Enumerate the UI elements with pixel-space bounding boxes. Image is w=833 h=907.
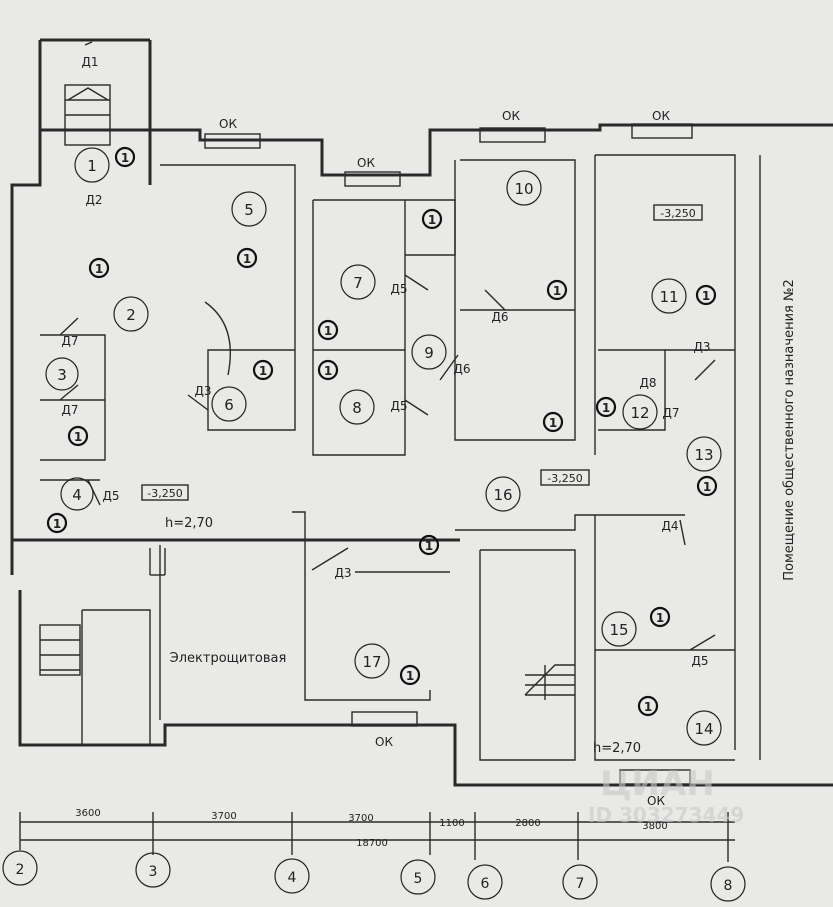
watermark: ЦИАН ID 303273449 (588, 764, 744, 827)
door-label: Д7 (61, 334, 78, 348)
room-number: 15 (609, 621, 628, 639)
door-label: Д1 (81, 55, 98, 69)
door-label: Д8 (639, 376, 656, 390)
room-number: 16 (493, 486, 512, 504)
level-marks: -3,250 -3,250 -3,250 h=2,70 h=2,70 (141, 204, 703, 756)
dimension-label: 3700 (211, 811, 236, 822)
room-number: 1 (87, 157, 97, 175)
door-label: Д6 (491, 310, 508, 324)
watermark-brand: ЦИАН (600, 764, 715, 804)
window-label: ОК (647, 794, 665, 808)
window-label: ОК (375, 735, 393, 749)
door-label: Д4 (661, 519, 678, 533)
window-glyphs (204, 123, 693, 785)
stairs (39, 84, 575, 700)
dimension-labels: 3600 3700 3700 1100 2800 3800 18700 (75, 808, 667, 849)
door-label: Д7 (61, 403, 78, 417)
window-label: ОК (219, 117, 237, 131)
marker-label: 1 (549, 416, 557, 430)
door-label: Д5 (102, 489, 119, 503)
inner-walls (40, 154, 761, 761)
window-label: ОК (357, 156, 375, 170)
room-number: 10 (514, 180, 533, 198)
height-label: h=2,70 (165, 516, 213, 531)
dimension-label: 2800 (515, 818, 540, 829)
room-number: 8 (352, 399, 362, 417)
height-label: h=2,70 (593, 741, 641, 756)
marker-symbols: 1 1 1 1 1 1 1 1 1 1 1 1 1 1 1 1 1 1 (46, 146, 718, 717)
room-number: 9 (424, 344, 434, 362)
marker-label: 1 (95, 262, 103, 276)
marker-label: 1 (425, 539, 433, 553)
door-label: Д2 (85, 193, 102, 207)
room-number: 6 (224, 396, 234, 414)
window-labels: ОК ОК ОК ОК ОК ОК (219, 109, 670, 808)
dimension-label: 3700 (348, 813, 373, 824)
marker-label: 1 (702, 289, 710, 303)
marker-label: 1 (656, 611, 664, 625)
room-circles: 1 2 3 4 5 6 7 8 9 10 11 12 13 14 15 16 1… (45, 147, 722, 746)
door-label: Д5 (691, 654, 708, 668)
door-label: Д6 (453, 362, 470, 376)
dimension-lines (19, 812, 735, 862)
axis-label: 7 (576, 876, 585, 892)
room-number: 13 (694, 446, 713, 464)
dimension-label: 3600 (75, 808, 100, 819)
watermark-id: ID 303273449 (588, 803, 744, 827)
axis-label: 8 (724, 878, 733, 894)
room-number: 14 (694, 720, 713, 738)
door-label: Д3 (334, 566, 351, 580)
marker-label: 1 (53, 517, 61, 531)
marker-label: 1 (703, 480, 711, 494)
room-number: 17 (362, 653, 381, 671)
door-label: Д3 (693, 340, 710, 354)
marker-label: 1 (243, 252, 251, 266)
room-number: 4 (72, 486, 82, 504)
marker-label: 1 (553, 284, 561, 298)
axis-markers: 2 3 4 5 6 7 8 (2, 850, 746, 902)
marker-label: 1 (324, 324, 332, 338)
room-number: 3 (57, 366, 67, 384)
door-label: Д5 (390, 282, 407, 296)
axis-label: 4 (288, 870, 297, 886)
axis-label: 6 (481, 876, 490, 892)
marker-label: 1 (74, 430, 82, 444)
marker-label: 1 (602, 401, 610, 415)
marker-label: 1 (324, 364, 332, 378)
level-label: -3,250 (660, 207, 695, 220)
dimension-label: 1100 (439, 818, 464, 829)
marker-label: 1 (121, 151, 129, 165)
door-label: Д3 (194, 384, 211, 398)
room-number: 12 (630, 404, 649, 422)
window-label: ОК (652, 109, 670, 123)
window-label: ОК (502, 109, 520, 123)
public-room-label: Помещение общественного назначения №2 (782, 279, 797, 581)
door-label: Д5 (390, 399, 407, 413)
dimension-label: 18700 (356, 838, 388, 849)
marker-label: 1 (428, 213, 436, 227)
axis-label: 3 (149, 864, 158, 880)
door-labels: Д1 Д2 Д7 Д7 Д5 Д3 Д5 Д5 Д6 Д6 Д3 Д8 Д7 Д… (61, 55, 710, 668)
marker-label: 1 (259, 364, 267, 378)
room-number: 7 (353, 274, 363, 292)
axis-label: 5 (414, 871, 423, 887)
room-circle (74, 147, 110, 183)
level-label: -3,250 (147, 487, 182, 500)
marker-label: 1 (644, 700, 652, 714)
level-label: -3,250 (547, 472, 582, 485)
room-number: 2 (126, 306, 136, 324)
door-label: Д7 (662, 406, 679, 420)
marker-label: 1 (406, 669, 414, 683)
room-number: 11 (659, 288, 678, 306)
dimension-label: 3800 (642, 821, 667, 832)
electrical-room-label: Электрощитовая (170, 651, 287, 666)
outer-walls (10, 38, 833, 787)
axis-label: 2 (16, 862, 25, 878)
room-number: 5 (244, 201, 254, 219)
